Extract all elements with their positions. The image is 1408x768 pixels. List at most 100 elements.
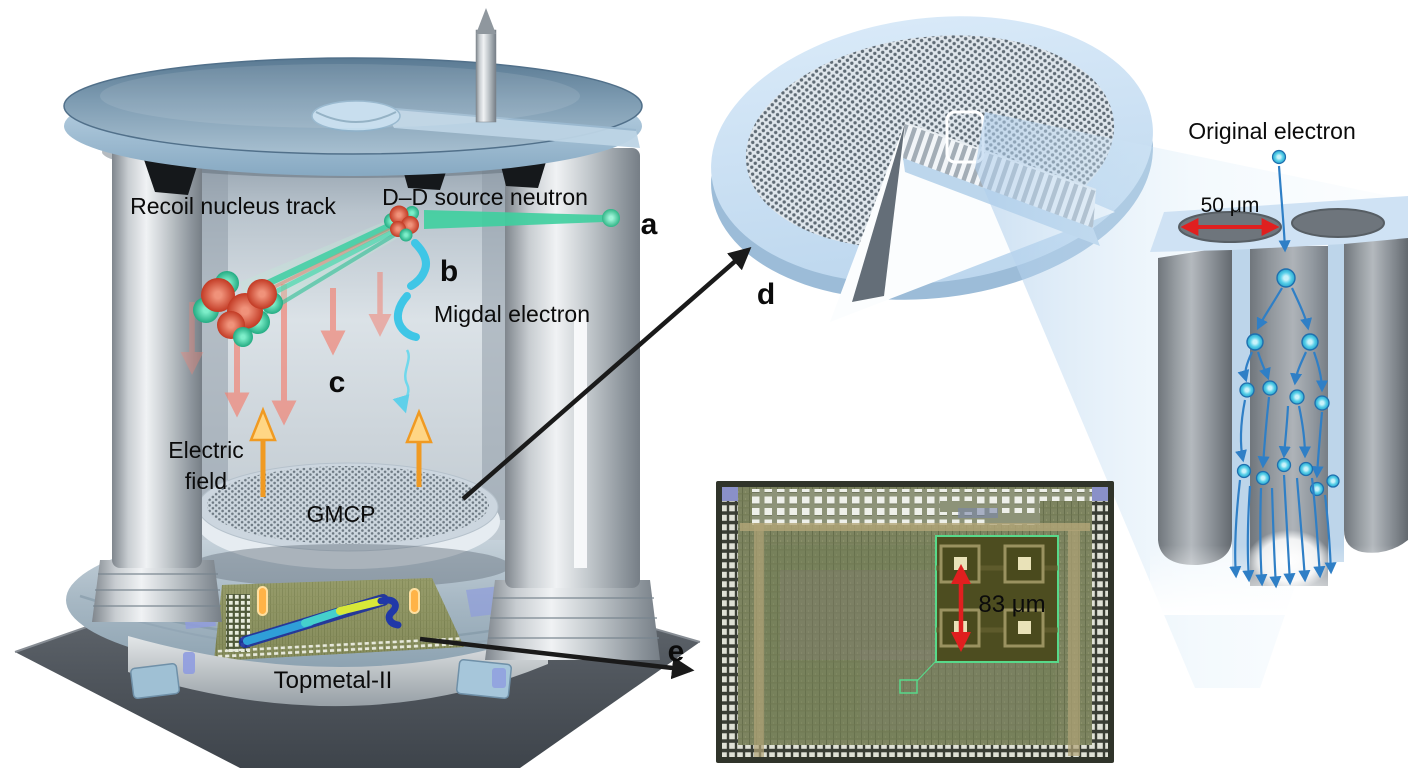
ionization-track-yellow [336,597,385,615]
bus-band-v-left [754,523,764,757]
red-sphere [247,279,277,309]
bond-pad-strip-right [1092,487,1108,757]
channel-tube-right [1344,232,1408,553]
field-glow-post [409,588,420,614]
recoil-streak [254,218,402,292]
bus-band-h [740,523,1090,531]
pillar-cut-gap [574,310,587,568]
avalanche-stream [1269,487,1282,589]
recoil-streak [260,232,398,317]
label-migdal-electron: Migdal electron [434,301,590,327]
bond-pad-strip-left [722,487,738,757]
avalanche-stream [1310,477,1326,579]
front-pillar-right [485,148,660,660]
panel-letter-c: c [329,366,346,399]
feedthrough-rod [475,8,497,123]
recoil-nucleus-cluster [193,271,283,347]
interaction-vertex-cluster [384,205,419,242]
detector-lid [63,57,643,176]
pillar-body [505,148,640,588]
figure-labels: Recoil nucleus track D–D source neutron … [130,118,1356,694]
label-pore-diameter: 50 μm [1201,194,1260,217]
pad-array-gap [940,501,974,512]
electron-ball [1255,470,1271,486]
electric-field-arrows [249,406,433,497]
bond-pad-strip-bottom [738,745,1092,757]
avalanche-arrow [1311,411,1324,479]
label-neutron-source: D–D source neutron [382,184,588,210]
avalanche-arrow [1312,351,1329,393]
red-sphere [201,278,235,312]
electron-ball [1262,380,1278,396]
migdal-arc [393,292,420,341]
avalanche-arrow [1278,405,1291,459]
label-electric-field-2: field [185,468,227,494]
channel-mouth [1291,208,1385,238]
pad-array-gap [985,513,1040,524]
electron-ball [1236,463,1252,479]
avalanche-arrow [1237,351,1253,383]
avalanche-stream [1323,494,1337,575]
field-arrow-head [249,406,277,442]
avalanche-arrow [1297,405,1312,459]
lid-notch-shadow [315,111,397,123]
label-original-electron: Original electron [1188,118,1355,144]
gmcp-plate [196,462,500,569]
callout-arrow-e [419,636,695,680]
avalanche-stream [1242,485,1255,583]
violet-glow [492,668,506,688]
label-pixel-pitch: 83 μm [978,591,1045,618]
electron-ball [1298,461,1314,477]
electron-ball [1289,389,1305,405]
electron-ball [1271,149,1287,165]
label-electric-field-1: Electric [168,437,243,463]
electron-ball [1314,395,1330,411]
migdal-drift-squiggle [392,349,410,414]
avalanche-arrow [1235,399,1247,463]
violet-glow [183,652,195,674]
channel-bottom-fade [1150,545,1408,615]
teal-sphere [233,327,253,347]
label-gmcp: GMCP [307,501,376,527]
electron-ball [1276,268,1296,288]
clamp-block-left [130,663,180,699]
channel-closeup [1150,149,1408,615]
pillar-body [112,138,202,568]
field-glow-post [257,586,268,616]
callout-source-box [899,679,918,694]
pixel-cell [1003,544,1045,584]
pillar-ridges [93,573,221,607]
rod-tip [476,8,496,34]
label-recoil-track: Recoil nucleus track [130,193,336,219]
pixel-inset [935,535,1059,663]
electron-avalanche [1229,149,1340,589]
avalanche-arrow [1256,351,1271,381]
avalanche-stream [1229,479,1242,579]
electron-ball [1301,333,1319,351]
tpc-detector-assembly [14,8,701,768]
neutron-beam [424,209,620,229]
callout-line [916,660,937,682]
avalanche-stream [1255,487,1268,587]
neutron-ball [602,209,620,227]
panel-letter-b: b [440,255,458,288]
pad-array-blue-block [958,508,998,518]
channel-tube-left [1158,246,1232,566]
electron-ball [1239,382,1255,398]
avalanche-stream [1282,474,1296,586]
neutron-beam-ray [424,210,604,229]
avalanche-arrow [1277,165,1291,253]
avalanche-arrow [1257,396,1271,469]
die-tint-purple [860,650,1030,730]
disc-cut-face-left [852,123,905,302]
teal-sphere [399,228,413,242]
avalanche-arrow [1256,287,1283,331]
panel-letter-d: d [757,278,775,311]
pixel-cell [1003,608,1045,648]
rod-body [475,29,497,123]
corner-pad [722,487,738,501]
lid-step-cut [384,108,640,148]
chip-micrograph [716,481,1114,763]
